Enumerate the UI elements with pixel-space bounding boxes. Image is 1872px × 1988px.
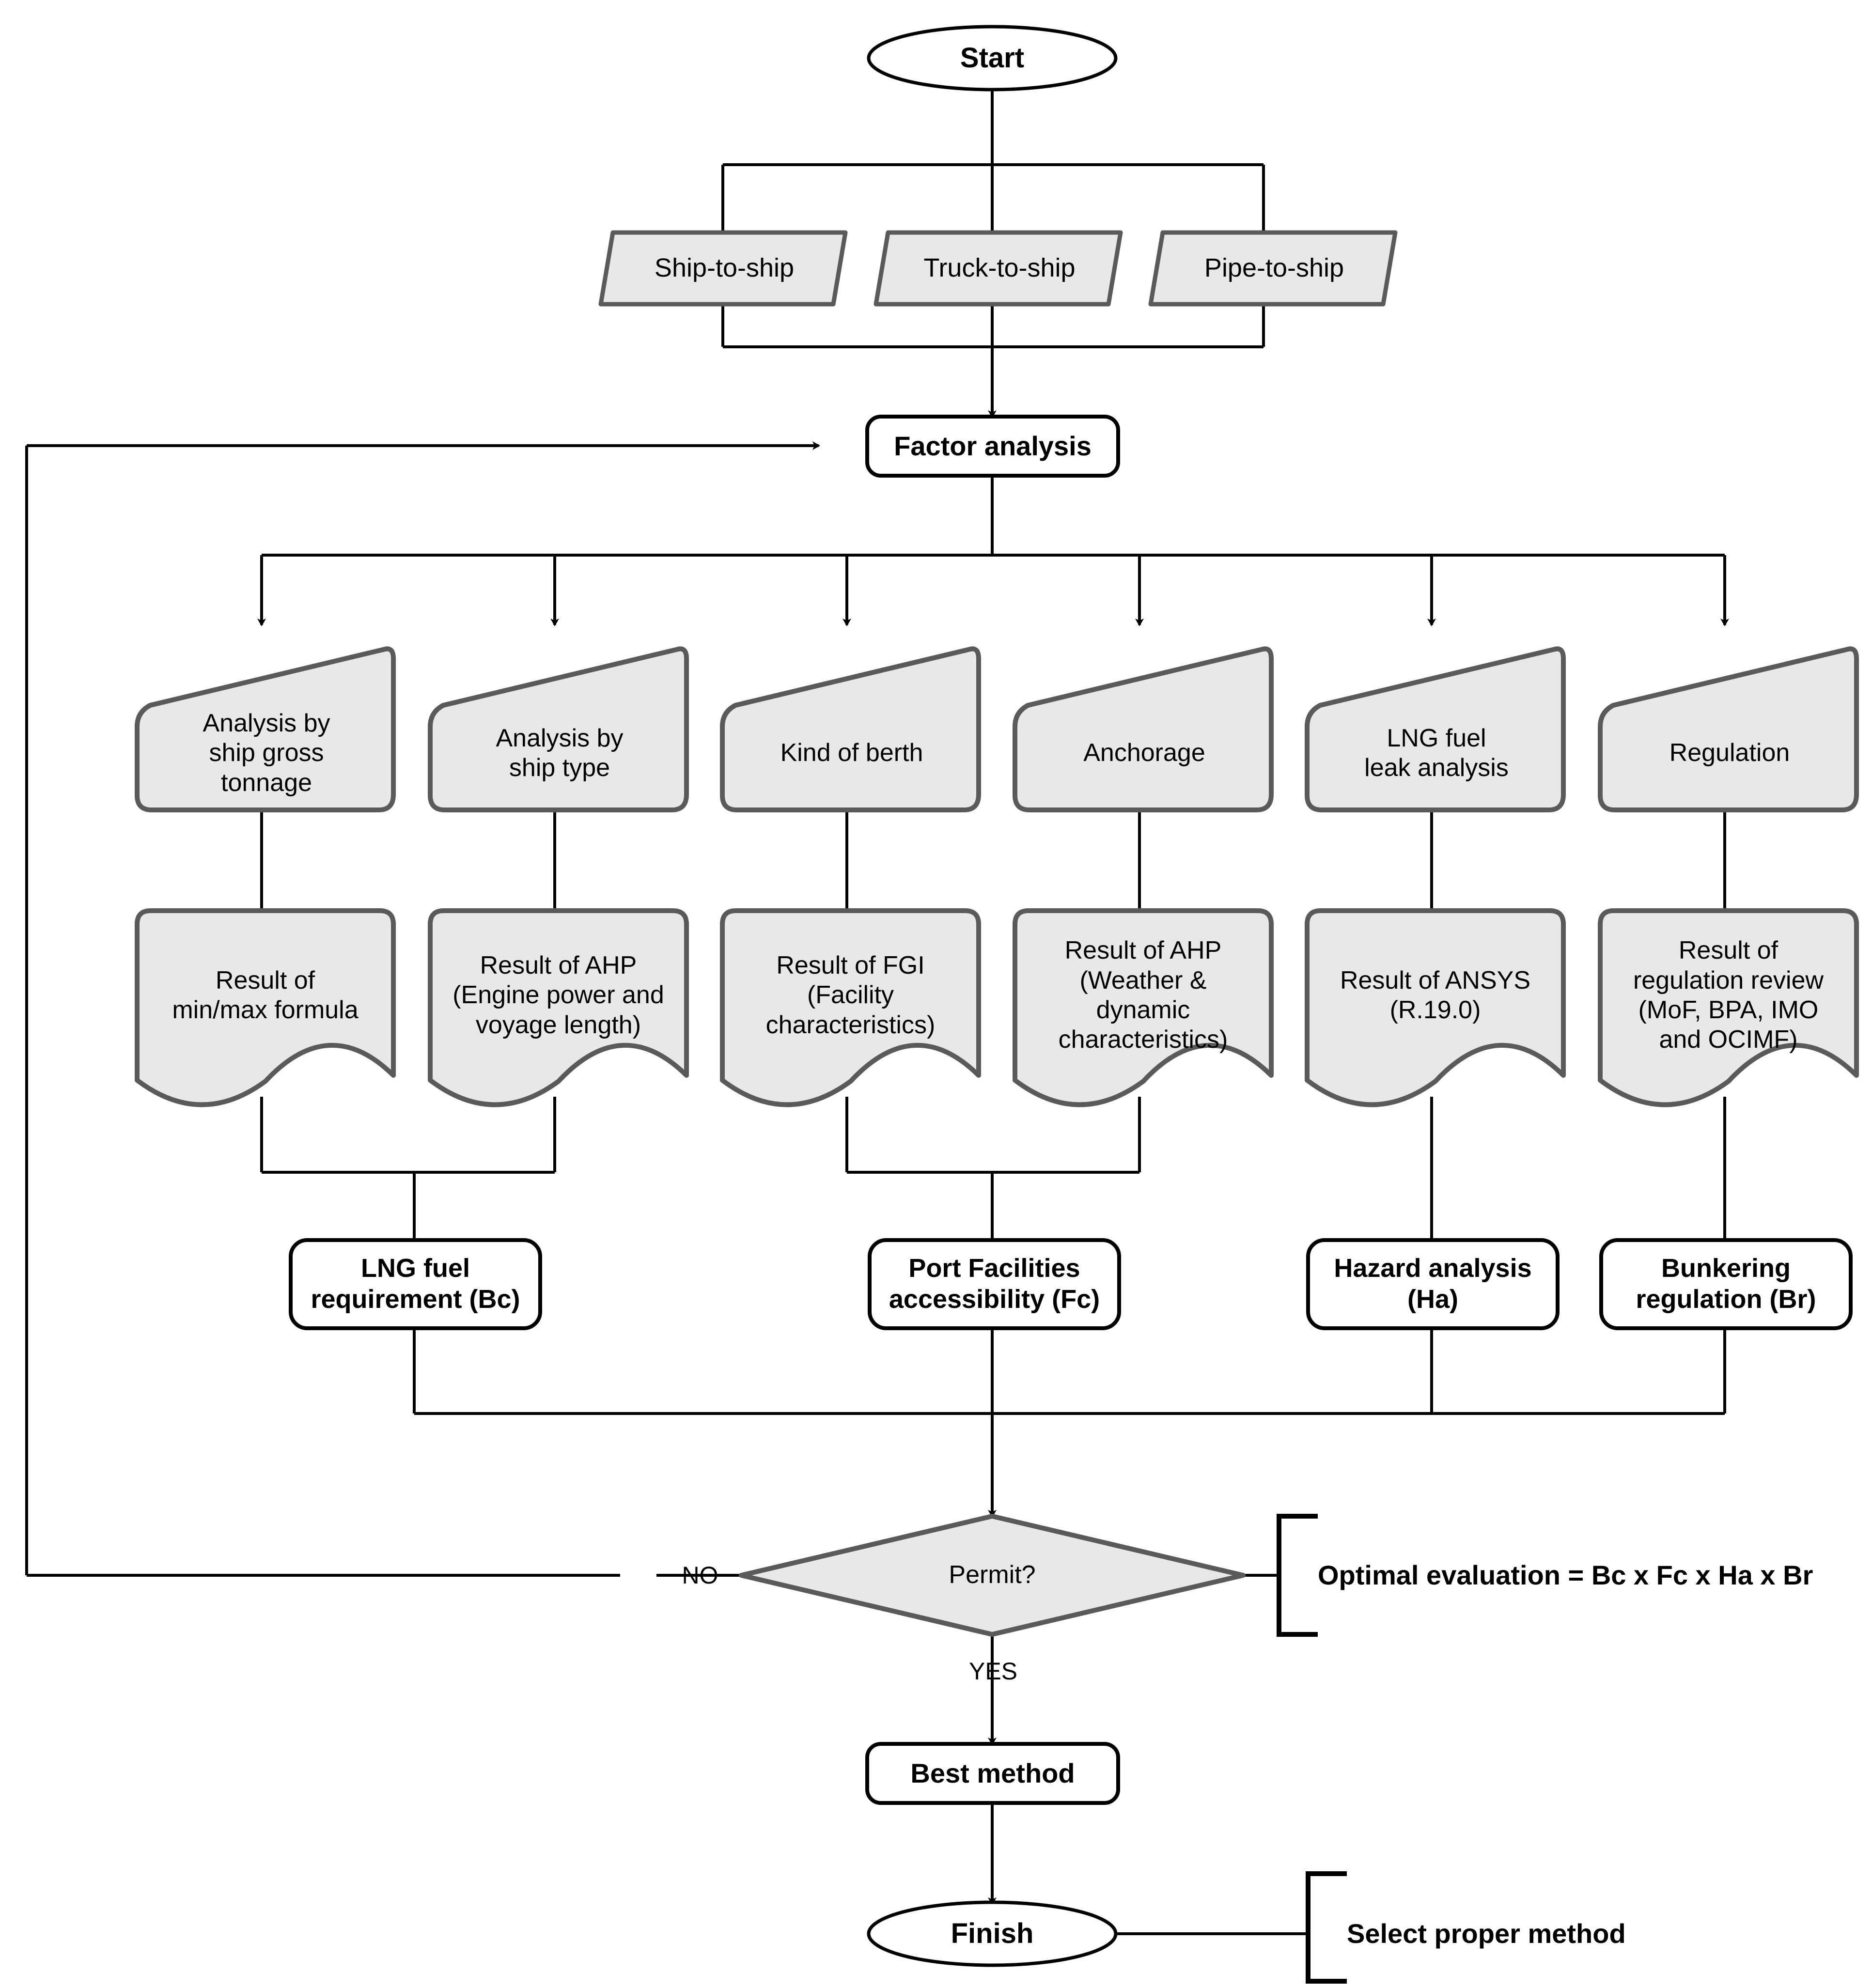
connector-layer: [25, 90, 1729, 1935]
result-document-shapes: [135, 908, 1859, 1107]
factor-shapes: [135, 646, 1859, 812]
method-shape-ship-to-ship: [598, 230, 848, 307]
result-doc-5: [1305, 908, 1566, 1107]
result-doc-1: [135, 908, 396, 1107]
method-shape-pipe-to-ship: [1148, 230, 1398, 307]
factor-shape-4: [1013, 646, 1274, 812]
output-box-fc: [868, 1238, 1121, 1330]
decision-diamond: [739, 1514, 1246, 1637]
bracket-optimal-evaluation: [1277, 1514, 1318, 1637]
result-doc-2: [428, 908, 689, 1107]
factor-shape-2: [428, 646, 689, 812]
best-method-box: [865, 1742, 1120, 1805]
bunkering-method-shapes: [598, 230, 1398, 307]
factor-shape-6: [1598, 646, 1859, 812]
output-boxes: [289, 1238, 1853, 1330]
result-doc-6: [1598, 908, 1859, 1107]
result-doc-3: [720, 908, 981, 1107]
factor-analysis-box: [865, 415, 1120, 478]
method-shape-truck-to-ship: [874, 230, 1123, 307]
annotation-brackets: [1277, 1514, 1347, 1984]
factor-shape-5: [1305, 646, 1566, 812]
result-doc-4: [1013, 908, 1274, 1107]
finish-terminator: [867, 1900, 1118, 1967]
bracket-select-method: [1306, 1871, 1347, 1984]
factor-shape-1: [135, 646, 396, 812]
output-box-ha: [1306, 1238, 1560, 1330]
factor-shape-3: [720, 646, 981, 812]
output-box-bc: [289, 1238, 542, 1330]
output-box-br: [1599, 1238, 1853, 1330]
start-terminator: [867, 25, 1118, 92]
